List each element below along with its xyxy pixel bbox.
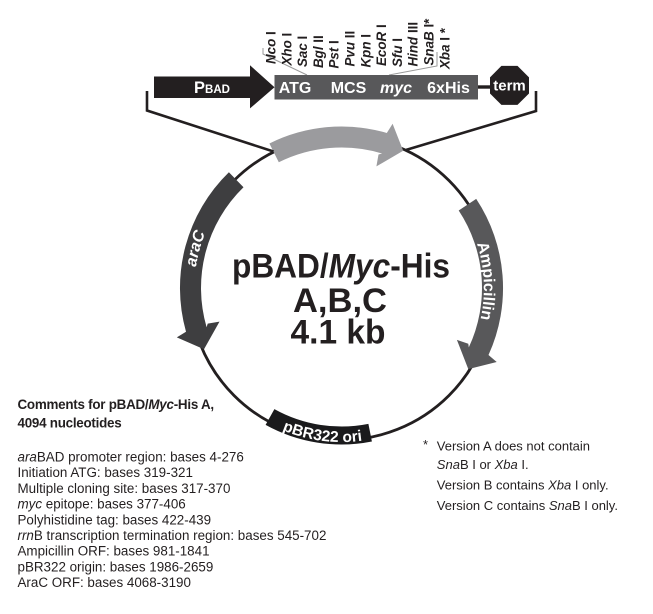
svg-text:6xHis: 6xHis: [427, 80, 470, 97]
svg-text:Pvu II: Pvu II: [343, 31, 358, 67]
svg-text:PBAD: PBAD: [194, 79, 230, 97]
svg-text:pBAD/Myc-His: pBAD/Myc-His: [232, 248, 450, 286]
svg-text:EcoR I: EcoR I: [374, 24, 389, 66]
svg-text:SnaB I or Xba I.: SnaB I or Xba I.: [437, 457, 529, 472]
svg-text:MCS: MCS: [331, 80, 367, 97]
svg-text:rrnB transcription termination: rrnB transcription termination region: b…: [18, 528, 327, 543]
svg-text:AraC ORF: bases 4068-3190: AraC ORF: bases 4068-3190: [18, 575, 191, 590]
svg-text:term: term: [493, 78, 526, 95]
svg-text:SnaB I*: SnaB I*: [422, 18, 437, 66]
svg-text:Kpn I: Kpn I: [358, 34, 373, 67]
svg-text:Bgl II: Bgl II: [311, 35, 326, 68]
svg-text:A,B,C: A,B,C: [293, 282, 387, 320]
svg-text:Multiple cloning site: bases 3: Multiple cloning site: bases 317-370: [18, 481, 231, 496]
svg-text:araBAD promoter region: bases: araBAD promoter region: bases 4-276: [18, 450, 244, 465]
svg-text:myc epitope: bases 377-406: myc epitope: bases 377-406: [18, 497, 186, 512]
svg-text:Version B contains Xba I only.: Version B contains Xba I only.: [437, 478, 609, 493]
svg-text:Xho I: Xho I: [279, 33, 294, 67]
svg-text:pBR322 origin: bases 1986-2659: pBR322 origin: bases 1986-2659: [18, 559, 214, 574]
svg-text:*: *: [423, 437, 428, 452]
svg-text:4094 nucleotides: 4094 nucleotides: [18, 416, 122, 431]
svg-text:Sac I: Sac I: [295, 36, 310, 67]
svg-text:Version A does not contain: Version A does not contain: [437, 439, 590, 454]
svg-text:Sfu I: Sfu I: [390, 38, 405, 67]
svg-text:Initiation ATG: bases 319-321: Initiation ATG: bases 319-321: [18, 465, 193, 480]
svg-text:Hind III: Hind III: [406, 22, 421, 67]
svg-text:ATG: ATG: [279, 80, 312, 97]
svg-text:Version C contains SnaB I only: Version C contains SnaB I only.: [437, 498, 618, 513]
svg-text:Pst I: Pst I: [327, 40, 342, 68]
svg-text:4.1 kb: 4.1 kb: [291, 314, 386, 352]
svg-text:Ampicillin ORF: bases 981-1841: Ampicillin ORF: bases 981-1841: [18, 544, 210, 559]
svg-text:Polyhistidine tag: bases 422-4: Polyhistidine tag: bases 422-439: [18, 512, 212, 527]
svg-text:Comments for pBAD/Myc-His A,: Comments for pBAD/Myc-His A,: [18, 397, 214, 412]
svg-text:Xba I *: Xba I *: [437, 27, 452, 70]
svg-text:myc: myc: [380, 80, 412, 97]
svg-text:Nco I: Nco I: [264, 31, 279, 64]
